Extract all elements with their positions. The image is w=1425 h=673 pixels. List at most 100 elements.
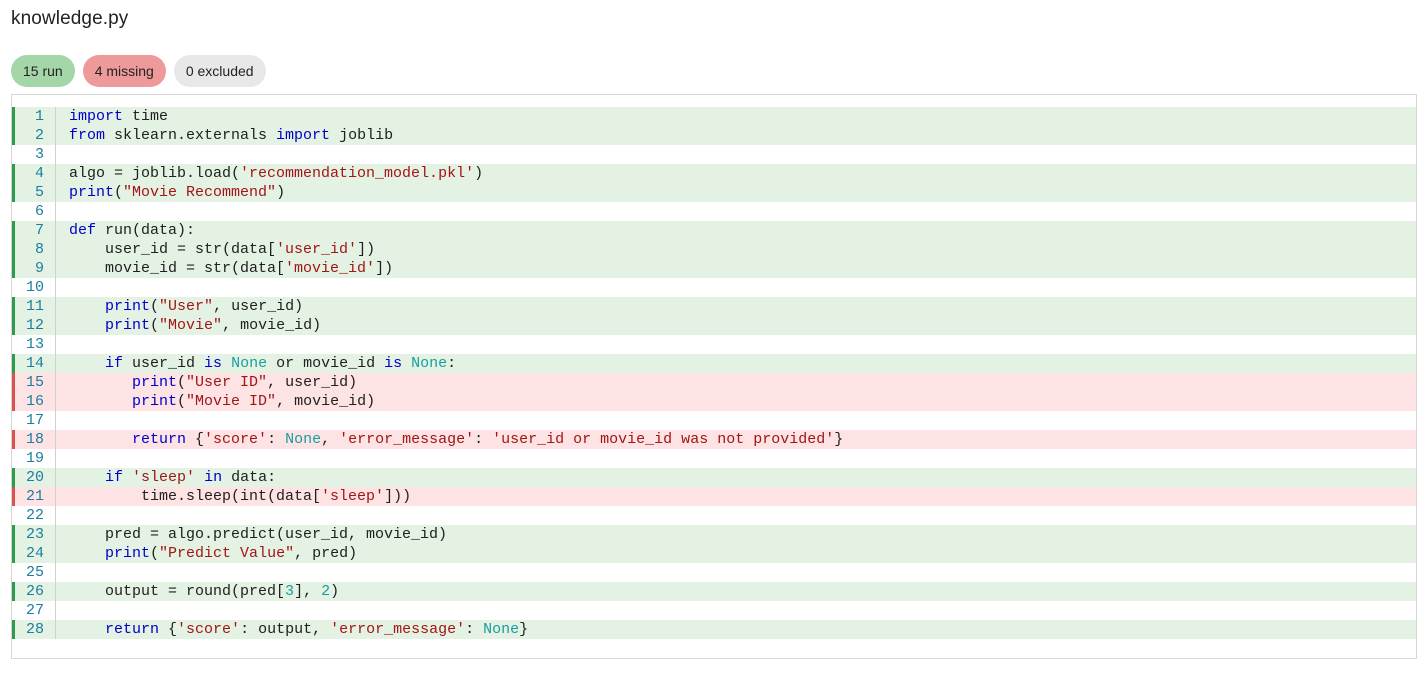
code-token [69, 355, 105, 372]
excluded-lines-badge[interactable]: 0 excluded [173, 55, 266, 87]
code-token: "Movie ID" [186, 393, 277, 410]
line-number[interactable]: 28 [12, 620, 56, 639]
code-token: user_id [123, 355, 205, 372]
code-token [69, 469, 105, 486]
code-token: user_id = str(data[ [69, 241, 277, 258]
code-token [195, 469, 204, 486]
code-token: ) [330, 583, 340, 600]
line-number[interactable]: 5 [12, 183, 56, 202]
line-number[interactable]: 4 [12, 164, 56, 183]
code-token: 3 [285, 583, 295, 600]
line-number[interactable]: 22 [12, 506, 56, 525]
line-number[interactable]: 21 [12, 487, 56, 506]
code-token: is [384, 355, 403, 372]
code-token: "User ID" [186, 374, 268, 391]
code-token: data: [222, 469, 277, 486]
code-token: ) [474, 165, 484, 182]
code-token [69, 298, 105, 315]
line-number[interactable]: 10 [12, 278, 56, 297]
line-number[interactable]: 27 [12, 601, 56, 620]
code-text: time.sleep(int(data['sleep'])) [56, 487, 411, 506]
code-line-16: 16 print("Movie ID", movie_id) [12, 392, 1416, 411]
line-number[interactable]: 23 [12, 525, 56, 544]
code-token: def [69, 222, 97, 239]
code-token: , [321, 431, 340, 448]
page-title: knowledge.py [11, 8, 129, 29]
code-token: if [105, 355, 124, 372]
code-text: print("User ID", user_id) [56, 373, 357, 392]
line-number[interactable]: 8 [12, 240, 56, 259]
line-number[interactable]: 2 [12, 126, 56, 145]
line-number[interactable]: 1 [12, 107, 56, 126]
line-number[interactable]: 26 [12, 582, 56, 601]
code-token: , pred) [294, 545, 358, 562]
code-text: return {'score': output, 'error_message'… [56, 620, 528, 639]
code-token: ], [294, 583, 322, 600]
code-token [69, 374, 132, 391]
code-text [56, 411, 69, 430]
code-token: 'user_id or movie_id was not provided' [492, 431, 835, 448]
line-number[interactable]: 14 [12, 354, 56, 373]
code-token: : [474, 431, 493, 448]
line-number[interactable]: 16 [12, 392, 56, 411]
code-text: def run(data): [56, 221, 195, 240]
code-token: output = round(pred[ [69, 583, 286, 600]
code-token: time.sleep(int(data[ [69, 488, 322, 505]
code-token: , user_id) [213, 298, 304, 315]
line-number[interactable]: 24 [12, 544, 56, 563]
code-token: joblib [330, 127, 394, 144]
code-text: print("Movie", movie_id) [56, 316, 321, 335]
code-line-20: 20 if 'sleep' in data: [12, 468, 1416, 487]
line-number[interactable]: 15 [12, 373, 56, 392]
line-number[interactable]: 13 [12, 335, 56, 354]
code-token: run(data): [96, 222, 196, 239]
code-text [56, 506, 69, 525]
code-token: ( [177, 393, 187, 410]
code-token: None [483, 621, 520, 638]
code-token: : [267, 431, 286, 448]
code-text: output = round(pred[3], 2) [56, 582, 339, 601]
code-token: 'sleep' [321, 488, 385, 505]
line-number[interactable]: 19 [12, 449, 56, 468]
code-token: None [231, 355, 268, 372]
code-token: 'movie_id' [285, 260, 376, 277]
code-text [56, 601, 69, 620]
code-token: ) [276, 184, 286, 201]
code-line-22: 22 [12, 506, 1416, 525]
line-number[interactable]: 3 [12, 145, 56, 164]
code-token [69, 431, 132, 448]
line-number[interactable]: 25 [12, 563, 56, 582]
code-token: ]) [375, 260, 394, 277]
line-number[interactable]: 20 [12, 468, 56, 487]
code-token: "Predict Value" [159, 545, 295, 562]
code-text: return {'score': None, 'error_message': … [56, 430, 843, 449]
code-text: print("Predict Value", pred) [56, 544, 357, 563]
code-text: movie_id = str(data['movie_id']) [56, 259, 393, 278]
line-number[interactable]: 18 [12, 430, 56, 449]
code-token: time [123, 108, 169, 125]
code-text: from sklearn.externals import joblib [56, 126, 393, 145]
code-line-26: 26 output = round(pred[3], 2) [12, 582, 1416, 601]
code-line-24: 24 print("Predict Value", pred) [12, 544, 1416, 563]
missing-lines-badge[interactable]: 4 missing [82, 55, 166, 87]
code-line-12: 12 print("Movie", movie_id) [12, 316, 1416, 335]
line-number[interactable]: 6 [12, 202, 56, 221]
code-text: pred = algo.predict(user_id, movie_id) [56, 525, 447, 544]
code-token: is [204, 355, 223, 372]
line-number[interactable]: 11 [12, 297, 56, 316]
code-line-27: 27 [12, 601, 1416, 620]
code-token [69, 317, 105, 334]
run-lines-badge[interactable]: 15 run [11, 55, 75, 87]
line-number[interactable]: 12 [12, 316, 56, 335]
line-number[interactable]: 9 [12, 259, 56, 278]
line-number[interactable]: 7 [12, 221, 56, 240]
code-token: 'user_id' [276, 241, 358, 258]
code-token: "Movie" [159, 317, 223, 334]
code-text: if user_id is None or movie_id is None: [56, 354, 456, 373]
line-number[interactable]: 17 [12, 411, 56, 430]
code-token: if [105, 469, 124, 486]
